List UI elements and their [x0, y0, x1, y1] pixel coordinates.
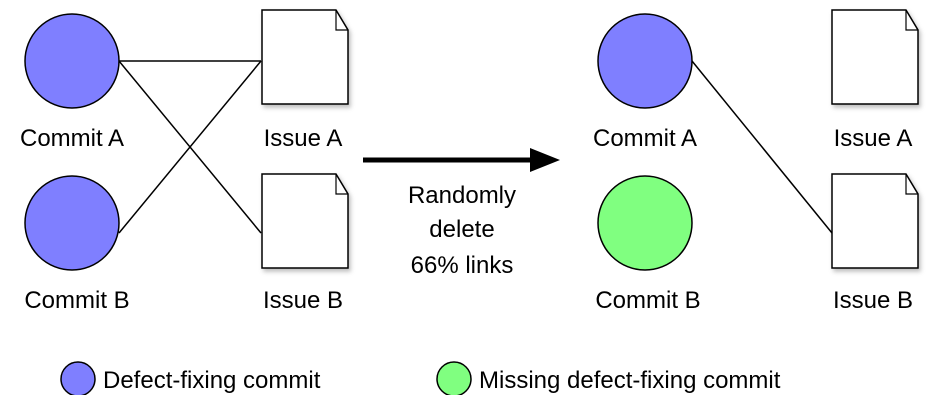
- after-commit-a-circle: [597, 13, 693, 109]
- transition-line-3: 66% links: [411, 252, 514, 279]
- after-issue-a-fold: [905, 10, 918, 31]
- legend: Defect-fixing commit Missing defect-fixi…: [60, 361, 781, 395]
- after-issue-b-document-icon: [831, 173, 919, 269]
- commit-b-circle: [24, 175, 120, 271]
- after-commit-b-circle: [597, 175, 693, 271]
- after-issue-a-document-icon: [831, 9, 919, 105]
- commit-a-circle: [24, 13, 120, 109]
- transition-line-2: delete: [429, 216, 494, 243]
- link-after-commit-a-issue-b: [691, 60, 833, 234]
- legend-defect-fixing-label: Defect-fixing commit: [103, 367, 321, 394]
- after-issue-b-label: Issue B: [833, 287, 913, 314]
- legend-defect-fixing-swatch: [60, 361, 96, 395]
- transition-arrow-head: [530, 148, 560, 172]
- before-issue-b-label: Issue B: [263, 287, 343, 314]
- after-commit-a-label: Commit A: [593, 125, 697, 152]
- issue-a-fold: [335, 10, 348, 31]
- after-issue-b-fold: [905, 174, 918, 195]
- before-commit-a-label: Commit A: [20, 125, 124, 152]
- after-commit-b-label: Commit B: [595, 287, 700, 314]
- issue-a-document-icon: [261, 9, 349, 105]
- transition-group: Randomly delete 66% links: [363, 148, 560, 279]
- before-group: Commit A Commit B Issue A Issue B: [20, 9, 349, 314]
- legend-missing-label: Missing defect-fixing commit: [479, 367, 781, 394]
- after-group: Commit A Commit B Issue A Issue B: [593, 9, 919, 314]
- after-issue-a-label: Issue A: [834, 125, 913, 152]
- before-issue-a-label: Issue A: [264, 125, 343, 152]
- before-commit-b-label: Commit B: [24, 287, 129, 314]
- legend-missing-swatch: [436, 361, 472, 395]
- link-commit-b-issue-a: [118, 60, 262, 234]
- issue-b-fold: [335, 174, 348, 195]
- transition-line-1: Randomly: [408, 182, 516, 209]
- issue-b-document-icon: [261, 173, 349, 269]
